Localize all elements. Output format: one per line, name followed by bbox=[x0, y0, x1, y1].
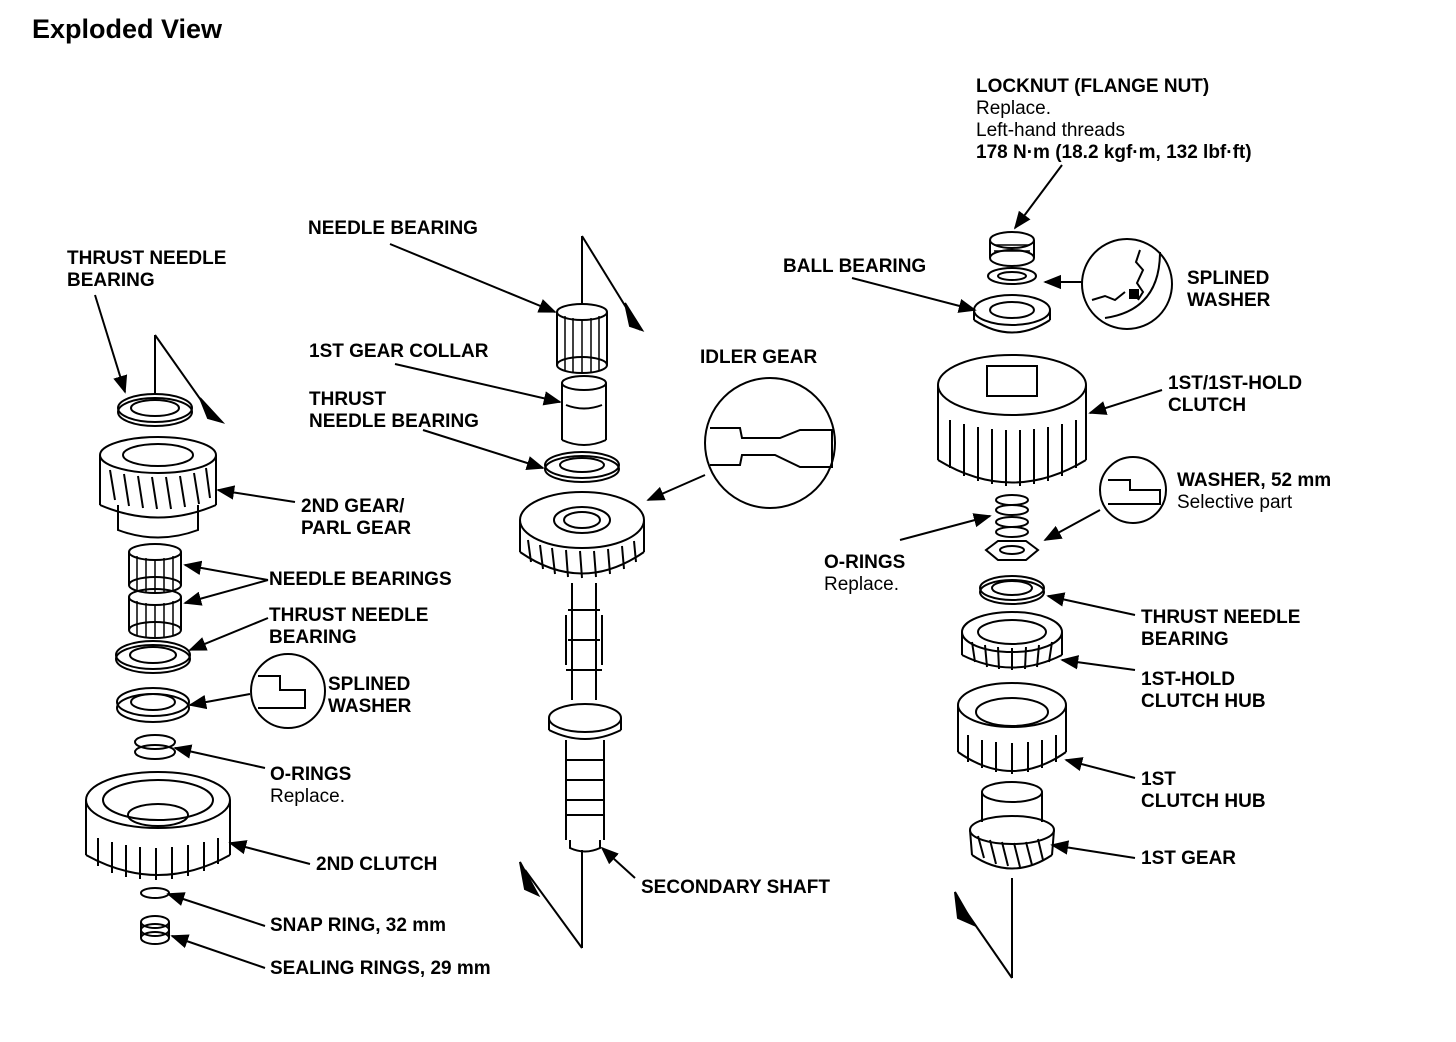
secondary-shaft-part bbox=[548, 583, 622, 853]
washer-52mm-detail bbox=[1099, 456, 1167, 524]
right-assembly bbox=[937, 231, 1173, 979]
first-clutch-part bbox=[937, 354, 1087, 486]
label-second-clutch: 2ND CLUTCH bbox=[316, 854, 438, 875]
label-idler-gear: IDLER GEAR bbox=[700, 347, 818, 368]
washer-52mm-part bbox=[984, 540, 1040, 561]
ball-bearing-part bbox=[973, 294, 1051, 334]
diagram-title: Exploded View bbox=[32, 14, 223, 44]
splined-washer-detail-right bbox=[1081, 238, 1173, 330]
o-rings-part-right bbox=[995, 494, 1029, 538]
first-clutch-hub-part bbox=[957, 682, 1067, 774]
center-assembly bbox=[519, 235, 836, 949]
splined-washer-part-left bbox=[116, 687, 190, 723]
thrust-needle-bearing-part-right bbox=[979, 575, 1045, 605]
label-thrust-needle-bearing-center: THRUST NEEDLE BEARING bbox=[309, 389, 479, 432]
label-first-gear-collar: 1ST GEAR COLLAR bbox=[309, 341, 489, 362]
first-gear-part bbox=[969, 781, 1055, 870]
thrust-needle-bearing-part-mid bbox=[115, 640, 191, 674]
idler-gear-detail bbox=[704, 377, 836, 509]
label-o-rings-left: O-RINGS Replace. bbox=[270, 764, 352, 807]
label-needle-bearing-center: NEEDLE BEARING bbox=[308, 218, 478, 239]
splined-washer-detail-left bbox=[250, 653, 326, 729]
label-o-rings-right: O-RINGS Replace. bbox=[824, 552, 906, 595]
first-gear-collar-part bbox=[561, 375, 607, 446]
o-rings-part-left bbox=[134, 734, 176, 760]
first-hold-clutch-hub-part bbox=[961, 611, 1063, 670]
label-first-clutch: 1ST/1ST-HOLD CLUTCH bbox=[1168, 373, 1303, 416]
sealing-rings-part bbox=[140, 915, 170, 945]
label-washer-52mm: WASHER, 52 mm Selective part bbox=[1177, 470, 1332, 513]
thrust-needle-bearing-part-center bbox=[544, 451, 620, 483]
left-assembly bbox=[85, 334, 326, 945]
second-gear-part bbox=[99, 436, 217, 539]
second-clutch-part bbox=[85, 771, 231, 880]
label-thrust-needle-bearing-top-left: THRUST NEEDLE BEARING bbox=[67, 248, 227, 291]
label-thrust-needle-bearing-mid-left: THRUST NEEDLE BEARING bbox=[269, 605, 429, 648]
label-locknut: LOCKNUT (FLANGE NUT) Replace. Left-hand … bbox=[976, 76, 1252, 163]
label-splined-washer-right: SPLINED WASHER bbox=[1187, 268, 1271, 311]
label-secondary-shaft: SECONDARY SHAFT bbox=[641, 877, 830, 898]
label-second-gear: 2ND GEAR/ PARL GEAR bbox=[301, 496, 412, 539]
locknut-part bbox=[989, 231, 1035, 267]
label-splined-washer-left: SPLINED WASHER bbox=[328, 674, 412, 717]
needle-bearings-part bbox=[128, 543, 182, 639]
label-thrust-needle-bearing-right: THRUST NEEDLE BEARING bbox=[1141, 607, 1301, 650]
thrust-needle-bearing-part-top bbox=[117, 393, 193, 427]
snap-ring-part bbox=[140, 887, 170, 899]
label-first-clutch-hub: 1ST CLUTCH HUB bbox=[1141, 769, 1266, 812]
label-ball-bearing: BALL BEARING bbox=[783, 256, 927, 277]
label-needle-bearings: NEEDLE BEARINGS bbox=[269, 569, 452, 590]
label-first-gear: 1ST GEAR bbox=[1141, 848, 1237, 869]
needle-bearing-part-center bbox=[556, 303, 608, 374]
label-sealing-rings: SEALING RINGS, 29 mm bbox=[270, 958, 491, 979]
idler-gear-part bbox=[519, 491, 645, 579]
label-snap-ring: SNAP RING, 32 mm bbox=[270, 915, 446, 936]
label-first-hold-clutch-hub: 1ST-HOLD CLUTCH HUB bbox=[1141, 669, 1266, 712]
leader-arrows bbox=[94, 164, 1163, 969]
splined-washer-part-right bbox=[987, 267, 1037, 285]
